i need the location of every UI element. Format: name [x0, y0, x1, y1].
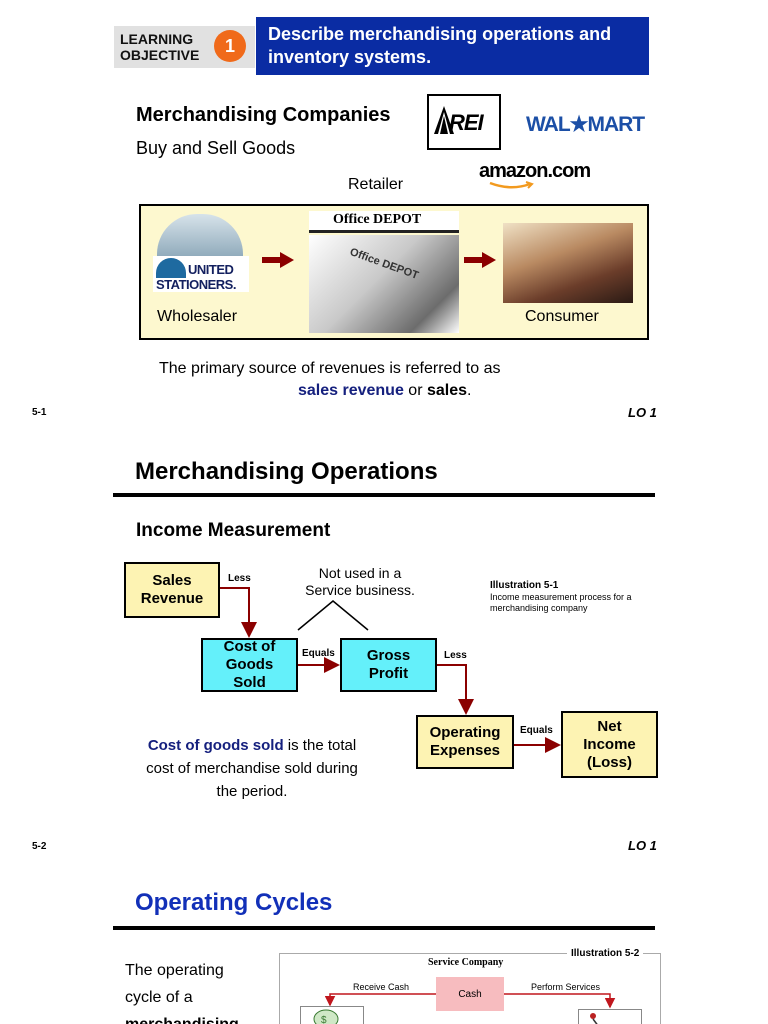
united-stationers-logo-text-2: STATIONERS.: [156, 277, 236, 292]
page-number: 5-1: [32, 407, 47, 418]
revenue-terms: sales revenue or sales.: [298, 382, 472, 399]
office-depot-store-photo: [309, 235, 459, 333]
income-flow-connectors: [220, 587, 561, 753]
revenue-sentence: The primary source of revenues is referr…: [159, 360, 501, 377]
wholesaler-label: Wholesaler: [157, 308, 238, 325]
slide1-subtitle: Buy and Sell Goods: [136, 138, 296, 158]
lo-marker: LO 1: [628, 405, 657, 420]
rei-logo-text: REI: [449, 110, 484, 135]
slide3-title: Operating Cycles: [135, 889, 333, 916]
amazon-smile-icon: [489, 181, 534, 189]
rei-logo: REI: [427, 94, 501, 150]
shopping-mall-photo: [503, 223, 633, 303]
learning-objective-label: LEARNING OBJECTIVE: [120, 31, 200, 63]
equals-label: Equals: [302, 648, 335, 659]
less-label: Less: [228, 573, 251, 584]
objective-text: Describe merchandising operations and in…: [268, 24, 612, 67]
arrow-right-icon: [464, 252, 496, 268]
less-label: Less: [444, 650, 467, 661]
amazon-logo: amazon.com: [479, 160, 591, 182]
illustration-title: Illustration 5-1: [490, 580, 559, 591]
equals-label: Equals: [520, 725, 553, 736]
not-used-note: Not used in a Service business.: [305, 565, 415, 598]
title-divider: [113, 493, 655, 497]
sales-revenue-term: sales revenue: [298, 382, 404, 399]
objective-number: 1: [214, 30, 246, 62]
page-number: 5-2: [32, 841, 47, 852]
perform-services-label: Perform Services: [531, 982, 601, 992]
service-company-label: Service Company: [428, 957, 504, 968]
slide2-title: Merchandising Operations: [135, 458, 438, 485]
worker-icon: [578, 1009, 642, 1024]
consumer-label: Consumer: [525, 308, 599, 325]
slide2-subtitle: Income Measurement: [136, 520, 331, 541]
office-depot-logo: Office DEPOT: [309, 211, 459, 233]
united-stationers-emblem-icon: [156, 258, 186, 278]
illustration-caption: Income measurement process for a merchan…: [490, 592, 632, 613]
lo-marker: LO 1: [628, 838, 657, 853]
cash-box: Cash: [436, 977, 504, 1011]
arrow-right-icon: [262, 252, 294, 268]
objective-banner: [256, 17, 649, 75]
united-stationers-logo-text: UNITED: [188, 262, 234, 277]
slide1-title: Merchandising Companies: [136, 104, 391, 126]
title-divider: [113, 926, 655, 930]
receive-cash-label: Receive Cash: [353, 982, 410, 992]
cogs-definition: Cost of goods sold is the total cost of …: [146, 737, 358, 800]
cycle-arrows: [324, 993, 616, 1009]
tree-icon: [434, 106, 454, 134]
illustration-title: Illustration 5-2: [567, 948, 644, 959]
money-icon: $: [300, 1006, 364, 1024]
operating-cycle-text: The operating cycle of a merchandising: [125, 962, 239, 1024]
cogs-term: Cost of goods sold: [147, 737, 284, 754]
walmart-logo: WAL★MART: [526, 113, 645, 136]
retailer-label: Retailer: [348, 176, 404, 193]
svg-text:$: $: [321, 1015, 327, 1024]
sales-term: sales: [426, 382, 468, 399]
